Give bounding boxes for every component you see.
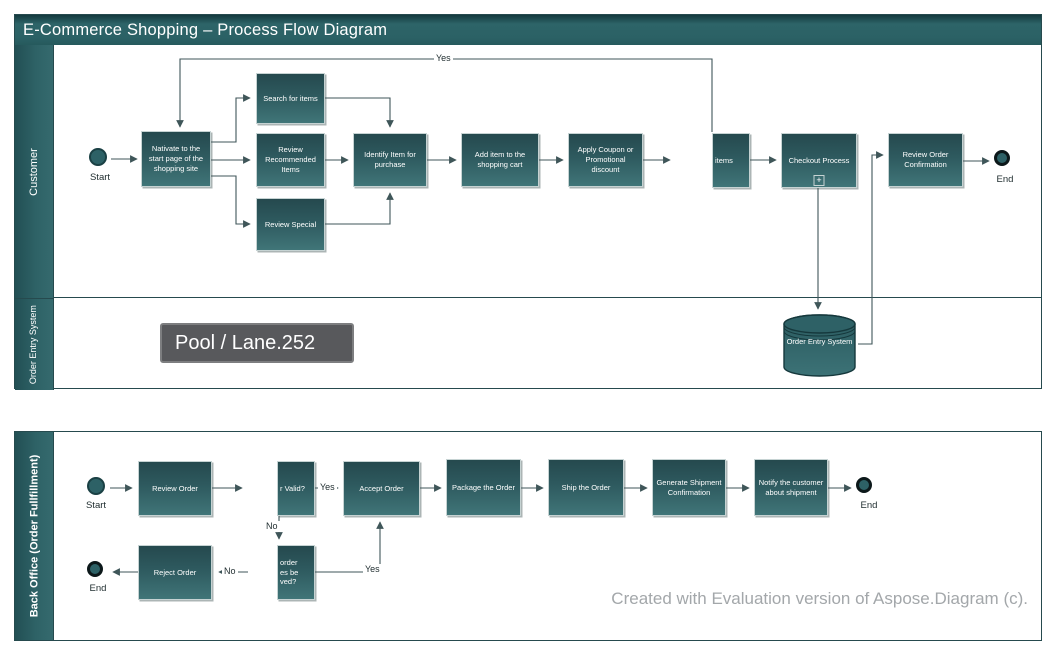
subprocess-plus-icon: + [813, 175, 825, 186]
task-package-order[interactable]: Package the Order [446, 459, 521, 516]
task-ship-order[interactable]: Ship the Order [548, 459, 624, 516]
task-generate-confirmation[interactable]: Generate Shipment Confirmation [652, 459, 726, 516]
end-event-backoffice-label: End [860, 500, 878, 511]
end-event-backoffice[interactable] [856, 477, 872, 493]
lane-header-customer[interactable]: Customer [15, 45, 54, 298]
lane-header-order-entry[interactable]: Order Entry System [15, 298, 54, 390]
task-notify-customer[interactable]: Notify the customer about shipment [754, 459, 828, 516]
pool-title-bar: E-Commerce Shopping – Process Flow Diagr… [15, 15, 1041, 45]
start-event-label: Start [89, 172, 111, 183]
end-event-reject[interactable] [87, 561, 103, 577]
task-navigate-start-page[interactable]: Nativate to the start page of the shoppi… [141, 131, 211, 187]
task-review-special[interactable]: Review Special [256, 198, 325, 251]
gateway-more-items[interactable]: items [712, 133, 750, 188]
edge-label-yes-resolve: Yes [363, 564, 382, 575]
edge-label-no-valid: No [264, 521, 280, 532]
edge-label-no-resolve: No [222, 566, 238, 577]
edge-label-yes-loop: Yes [434, 53, 453, 64]
lane-label-back-office: Back Office (Order Fullfillment) [28, 454, 40, 618]
gateway-resolve-line1: order [280, 557, 298, 567]
lane-label-customer: Customer [28, 147, 40, 196]
task-add-item-cart[interactable]: Add item to the shopping cart [461, 133, 539, 187]
lane-label-order-entry: Order Entry System [28, 304, 39, 385]
task-review-order[interactable]: Review Order [138, 461, 212, 516]
evaluation-watermark: Created with Evaluation version of Aspos… [611, 589, 1028, 608]
task-search-items[interactable]: Search for items [256, 73, 325, 124]
datastore-order-entry-system[interactable]: Order Entry System [781, 312, 858, 380]
end-event-customer[interactable] [994, 150, 1010, 166]
subprocess-checkout[interactable]: Checkout Process + [781, 133, 857, 188]
gateway-resolve-line2: es be [280, 567, 299, 577]
gateway-order-valid-text: r Valid? [280, 483, 305, 493]
task-accept-order[interactable]: Accept Order [343, 461, 420, 516]
gateway-more-items-text: items [715, 155, 733, 165]
lane-divider [54, 297, 1042, 298]
task-review-confirmation[interactable]: Review Order Confirmation [888, 133, 963, 187]
gateway-resolve-issues[interactable]: order es be ved? [277, 545, 315, 600]
pool-title: E-Commerce Shopping – Process Flow Diagr… [23, 20, 388, 39]
end-event-reject-label: End [89, 583, 107, 594]
datastore-label: Order Entry System [786, 337, 853, 346]
tooltip-text: Pool / Lane.252 [175, 331, 316, 354]
gateway-order-valid[interactable]: r Valid? [277, 461, 315, 516]
start-event-customer[interactable] [89, 148, 107, 166]
task-identify-item[interactable]: Identify Item for purchase [353, 133, 427, 187]
hover-tooltip: Pool / Lane.252 [160, 323, 354, 363]
end-event-label: End [996, 174, 1014, 185]
datastore-cylinder-icon [783, 314, 856, 377]
edge-label-yes-valid: Yes [318, 482, 337, 493]
task-apply-coupon[interactable]: Apply Coupon or Promotional discount [568, 133, 643, 187]
task-review-recommended[interactable]: Review Recommended Items [256, 133, 325, 187]
gateway-resolve-line3: ved? [280, 577, 297, 587]
start-event-backoffice-label: Start [85, 500, 107, 511]
start-event-backoffice[interactable] [87, 477, 105, 495]
subprocess-checkout-label: Checkout Process [788, 155, 850, 165]
task-reject-order[interactable]: Reject Order [138, 545, 212, 600]
lane-header-back-office[interactable]: Back Office (Order Fullfillment) [15, 432, 54, 640]
